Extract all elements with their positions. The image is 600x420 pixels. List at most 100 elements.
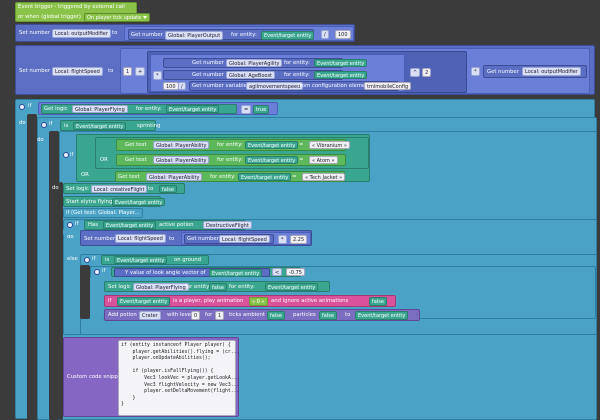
agility-get-block[interactable]: Get number Global: PlayerAgility for ent… [163,58,368,68]
variable-dropdown[interactable]: Local: outputModifier [52,29,111,38]
set-flight-speed-block[interactable]: Set number Local: flightSpeed to 1 + * G… [15,45,595,95]
gear-icon[interactable] [41,122,47,128]
custom-code-block[interactable]: Custom code snippet: if (entity instance… [63,337,239,417]
level-input[interactable]: 0 [191,311,201,320]
set-output-modifier-block[interactable]: Set number Local: outputModifier to Get … [15,24,355,42]
potion-dropdown[interactable]: Crater [139,311,161,320]
multiply-block[interactable]: Get number Local: flightSpeed * 2.25 [181,232,311,245]
true-value[interactable]: true [253,105,270,114]
number-input[interactable]: 2.25 [290,235,308,244]
entity-block[interactable]: Event/target entity [112,198,166,206]
player-flying-condition[interactable]: Get logic Global: PlayerFlying for entit… [38,102,278,115]
config-key-input[interactable]: agilmovementspeed [246,82,304,90]
divide-operator[interactable]: / [178,82,186,90]
gear-icon[interactable] [94,269,100,275]
entity-block[interactable]: Event/target entity [73,122,127,130]
entity-block[interactable]: Event/target entity [265,283,319,291]
ticks-input[interactable]: 1 [215,311,225,320]
output-modifier-dropdown[interactable]: Local: outputModifier [522,67,581,76]
equals-operator[interactable]: = [241,105,252,114]
false-value[interactable]: false [369,297,387,306]
ability-dropdown[interactable]: Global: PlayerAbility [153,141,210,149]
trigger-dropdown[interactable]: On player tick update [84,13,151,22]
ageboost-var-dropdown[interactable]: Global: AgeBoost [226,71,276,79]
animation-number[interactable]: « 0 » [249,297,268,306]
entity-block[interactable]: Event/target entity [238,173,292,181]
gear-icon[interactable] [84,257,90,263]
player-flying-dropdown[interactable]: Global: PlayerFlying [72,105,128,113]
output-modifier-get-block[interactable]: Get number Local: outputModifier [483,65,587,78]
compare-atom[interactable]: Get text Global: PlayerAbility for entit… [116,154,346,166]
false-value[interactable]: false [209,283,227,291]
code-editor[interactable]: if (entity instanceof Player player) { p… [118,340,239,416]
on-ground-condition[interactable]: is Event/target entity on ground [101,255,209,265]
text-input[interactable]: « Vibranium » [309,141,350,149]
creative-flight-dropdown[interactable]: Local: creativeFlight [91,185,148,193]
has-potion-condition[interactable]: Has Event/target entity active potion De… [84,220,252,230]
event-trigger-block[interactable]: Event trigger - triggered by external ca… [15,2,151,22]
start-elytra-block[interactable]: Start elytra flying for Event/target ent… [63,196,166,207]
play-animation-block[interactable]: if Event/target entity is a player, play… [104,295,396,307]
set-flight-speed-multiply-block[interactable]: Set number Local: flightSpeed to Get num… [80,230,312,246]
get-logic-block[interactable]: Get logic Global: PlayerFlying for entit… [41,104,237,114]
less-than-operator[interactable]: < [272,268,283,276]
number-input[interactable]: -0.75 [286,268,305,276]
text-input[interactable]: « Tech Jacket » [302,173,346,181]
is-sprinting-condition[interactable]: is Event/target entity sprinting [60,120,160,131]
ambient-value[interactable]: false [267,311,285,320]
product-block[interactable]: * Get number Global: PlayerAgility for e… [150,54,412,92]
collapsed-if-block[interactable]: if (Get text: Global: Player... [63,208,143,218]
entity-block[interactable]: Event/target entity [103,221,157,229]
player-flying-dropdown[interactable]: Global: PlayerFlying [133,283,189,291]
entity-block[interactable]: Event/target entity [355,311,409,320]
power-block[interactable]: * Get number Global: PlayerAgility for e… [147,51,467,93]
entity-block[interactable]: Event/target entity [209,269,263,277]
or-outer-block[interactable]: OR OR Get text Global: PlayerAbility for… [76,134,370,182]
look-angle-block[interactable]: Y value of look angle vector of Event/ta… [114,268,270,277]
gear-icon[interactable] [63,152,69,158]
number-one-input[interactable]: 1 [123,67,133,76]
add-potion-block[interactable]: Add potion Crater with level 0 for 1 tic… [104,309,420,321]
variable-dropdown[interactable]: Local: flightSpeed [52,67,103,76]
agility-var-dropdown[interactable]: Global: PlayerAgility [226,59,283,67]
multiply-operator[interactable]: * [153,71,162,80]
set-player-flying-block[interactable]: Set logic Global: PlayerFlying for entit… [104,281,330,292]
global-var-dropdown[interactable]: Global: PlayerOutput [165,31,224,40]
plus-operator[interactable]: + [135,67,146,76]
entity-block[interactable]: Event/target entity [245,156,299,164]
hundred-input[interactable]: 100 [163,82,179,90]
look-angle-condition[interactable]: Y value of look angle vector of Event/ta… [111,267,305,277]
operator-dropdown[interactable]: / [321,30,329,39]
false-value[interactable]: false [159,185,177,193]
get-number-block[interactable]: Get number Local: flightSpeed [184,234,274,244]
two-input[interactable]: 2 [422,68,432,77]
multiply-operator[interactable]: * [471,67,480,76]
config-get-block[interactable]: Get number variable agilmovementspeed fr… [189,81,412,91]
get-number-block[interactable]: Get number Global: PlayerOutput for enti… [128,29,315,40]
number-input[interactable]: 100 [335,30,351,39]
flight-speed-dropdown[interactable]: Local: flightSpeed [219,235,270,243]
config-element-input[interactable]: tmlmobileConfig [364,82,412,90]
multiply-operator[interactable]: * [278,235,287,244]
entity-block[interactable]: Event/target entity [245,141,299,149]
ability-dropdown[interactable]: Global: PlayerAbility [153,156,210,164]
potion-dropdown[interactable]: DestructiveFlight [203,221,252,229]
power-operator[interactable]: ^ [410,68,421,77]
entity-block[interactable]: Event/target entity [314,71,368,79]
text-input[interactable]: « Atom » [309,156,338,164]
entity-block[interactable]: Event/target entity [314,59,368,67]
set-creative-flight-block[interactable]: Set logic Local: creativeFlight to false [63,183,185,194]
gear-icon[interactable] [67,222,73,228]
outer-math-block[interactable]: 1 + * Get number Global: PlayerAgility f… [120,48,590,94]
ability-dropdown[interactable]: Global: PlayerAbility [146,173,203,181]
division-block[interactable]: Get number Global: PlayerOutput for enti… [124,26,354,41]
particles-value[interactable]: false [319,311,337,320]
entity-block[interactable]: Event/target entity [166,105,220,113]
entity-block[interactable]: Event/target entity [261,31,315,40]
flight-speed-dropdown[interactable]: Local: flightSpeed [115,234,166,243]
gear-icon[interactable] [19,104,25,110]
entity-block[interactable]: Event/target entity [114,256,168,264]
or-inner-block[interactable]: OR Get text Global: PlayerAbility for en… [95,137,369,169]
compare-vibranium[interactable]: Get text Global: PlayerAbility for entit… [116,139,350,151]
entity-block[interactable]: Event/target entity [117,297,171,306]
